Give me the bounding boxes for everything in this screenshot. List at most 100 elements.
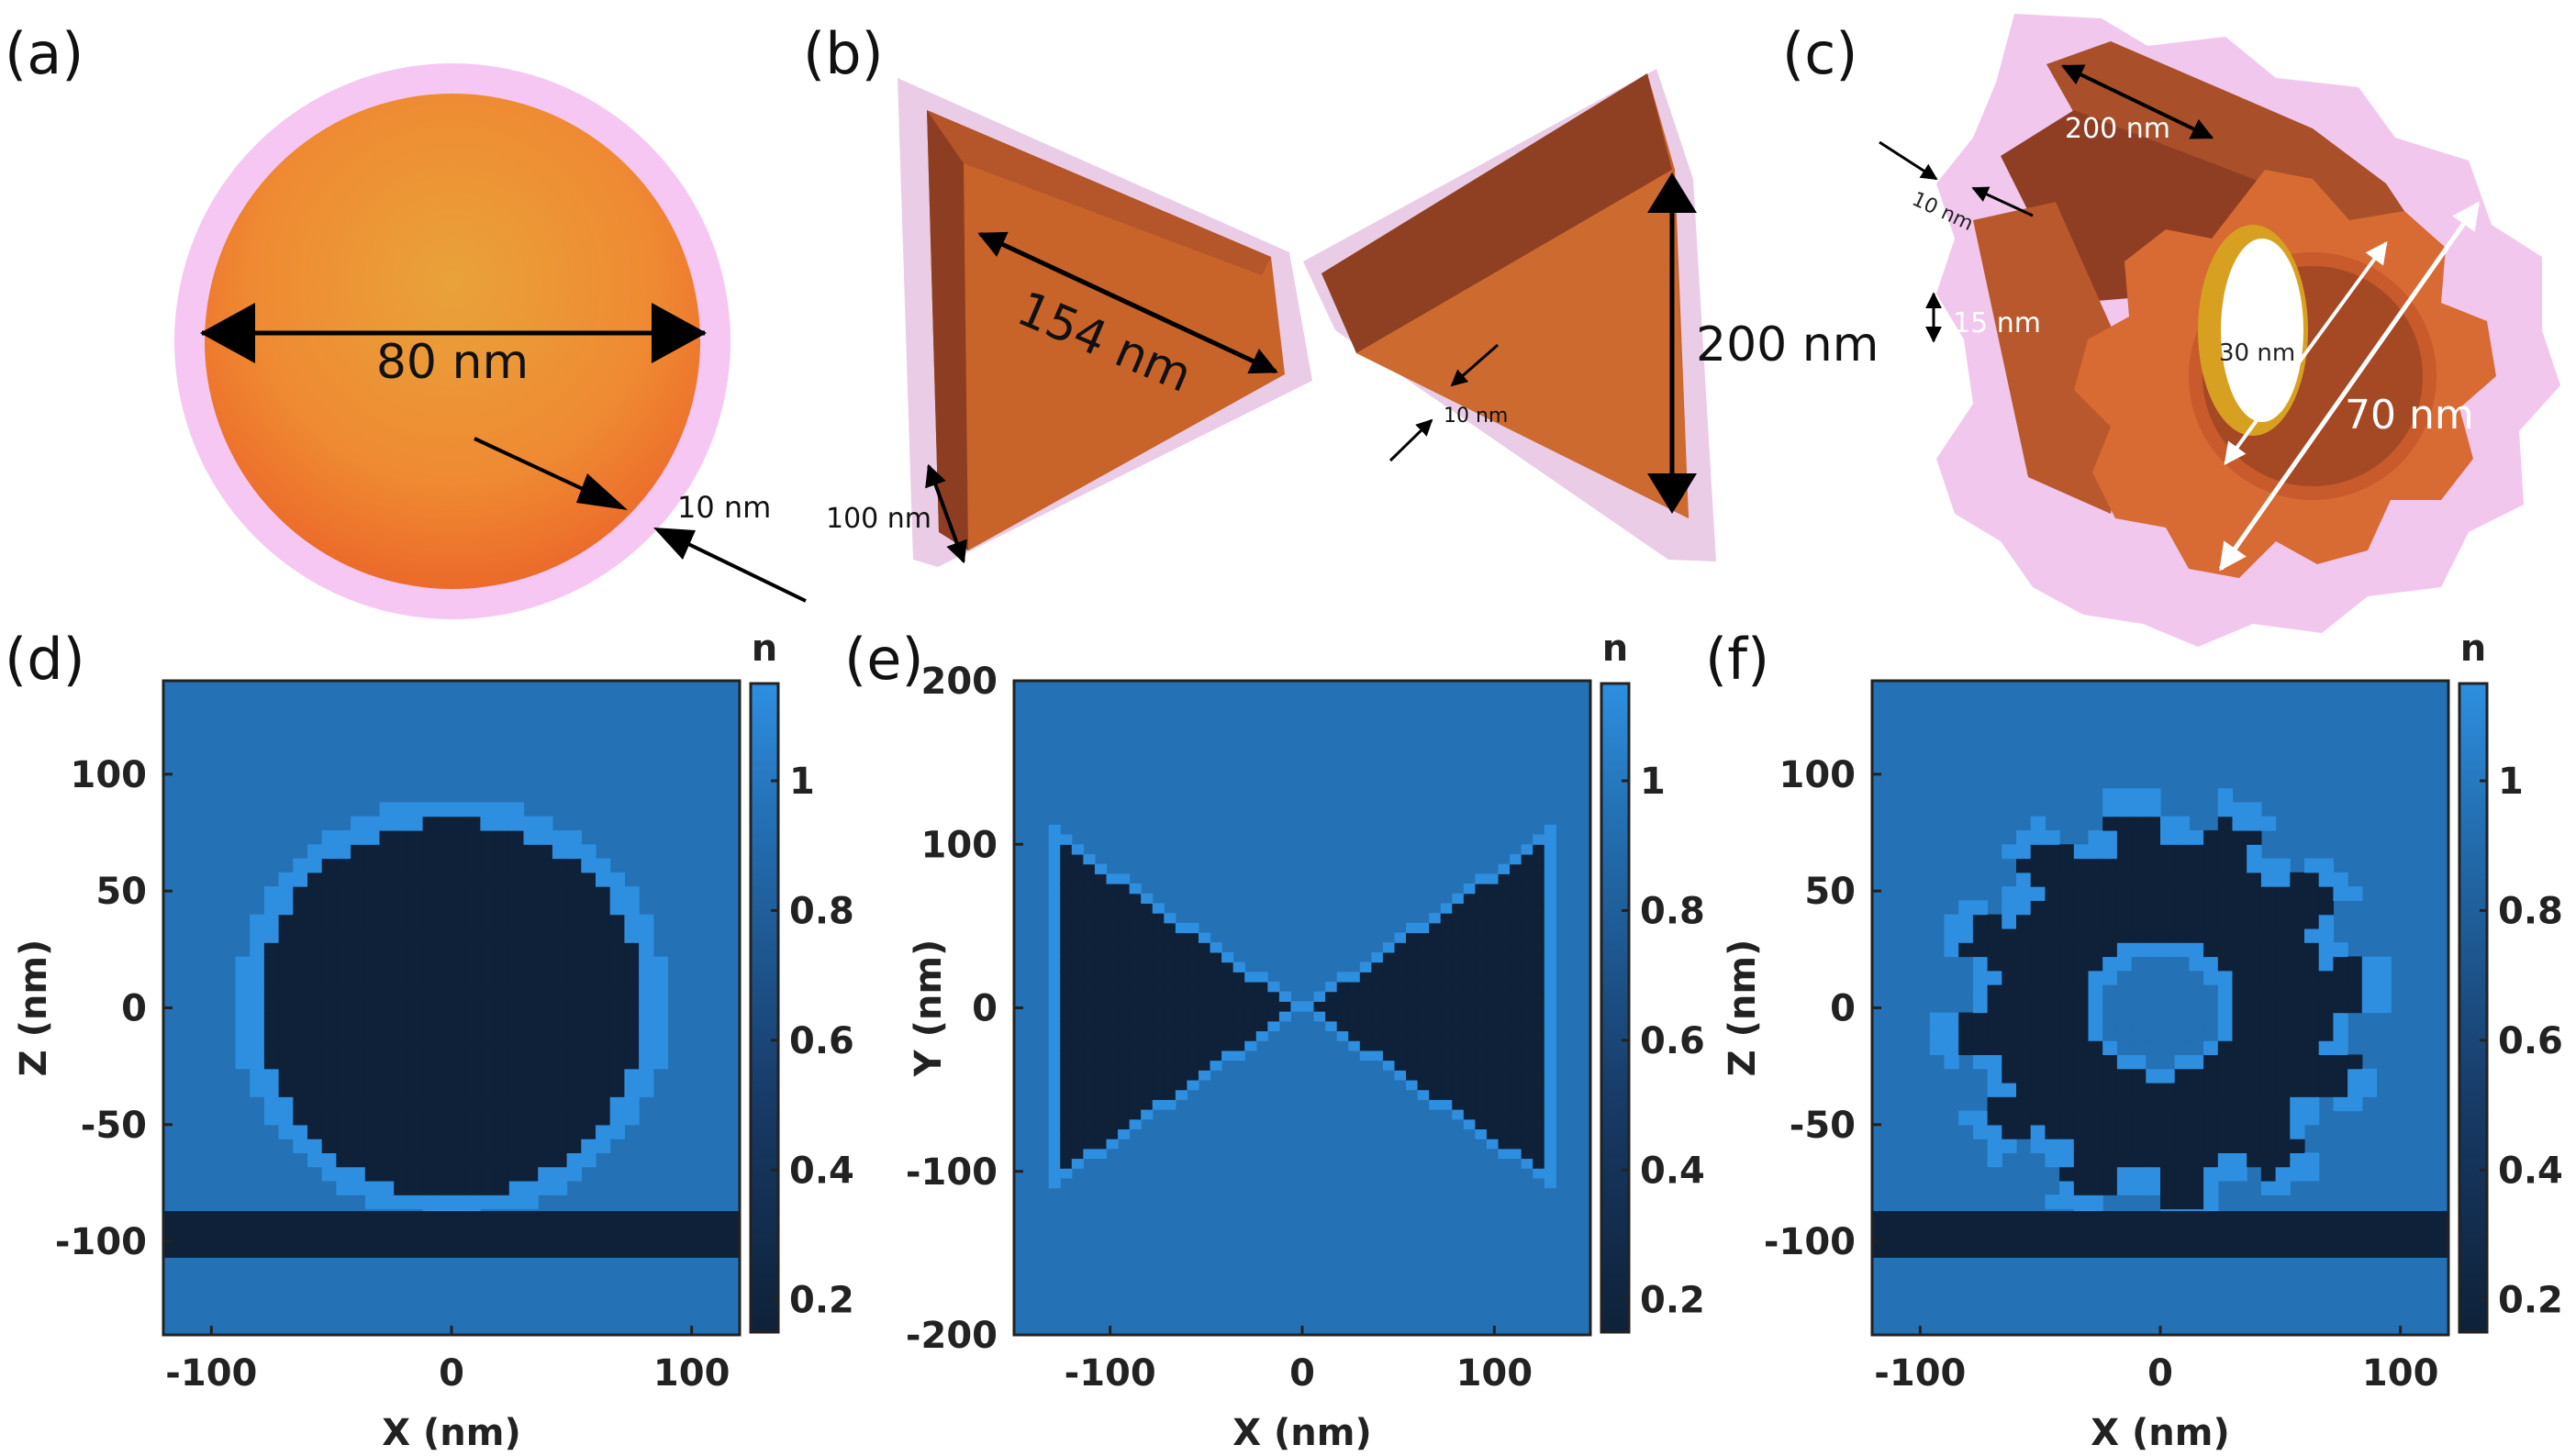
x-axis-label: X (nm) (382, 1412, 520, 1454)
pixel-cell (1394, 942, 1407, 953)
pixel-cell (2232, 1096, 2247, 1112)
pixel-cell (364, 1139, 381, 1153)
pixel-cell (351, 1026, 366, 1041)
pixel-cell (2247, 914, 2262, 929)
pixel-cell (321, 928, 337, 943)
pixel-cell (351, 1040, 366, 1056)
pixel-cell (2102, 829, 2118, 845)
pixel-cell (2131, 886, 2147, 901)
pixel-cell (508, 1124, 525, 1139)
pixel-cell (351, 1082, 366, 1097)
pixel-cell (1071, 903, 1084, 914)
structure-sphere (235, 802, 669, 1224)
pixel-cell (465, 914, 481, 929)
pixel-cell (508, 1082, 525, 1097)
pixel-cell (1060, 1030, 1073, 1041)
pixel-cell (1533, 922, 1545, 934)
pixel-cell (2088, 1040, 2103, 1056)
pixel-cell (394, 970, 409, 985)
pixel-cell (2059, 1068, 2075, 1084)
pixel-cell (2045, 900, 2060, 916)
pixel-cell (1083, 1128, 1096, 1139)
pixel-cell (1452, 1109, 1465, 1120)
pixel-cell (523, 1139, 539, 1153)
pixel-cell (1060, 1070, 1073, 1081)
pixel-cell (2361, 970, 2378, 985)
pixel-cell (1094, 1128, 1108, 1139)
pixel-cell (538, 942, 553, 958)
pixel-cell (495, 1096, 510, 1112)
pixel-cell (422, 1124, 438, 1139)
pixel-cell (336, 1152, 351, 1168)
pixel-cell (1118, 1040, 1131, 1051)
pixel-cell (2116, 1012, 2133, 1028)
pixel-cell (351, 872, 366, 887)
pixel-cell (351, 1110, 366, 1126)
pixel-cell (2347, 956, 2363, 972)
pixel-cell (2275, 956, 2291, 972)
pixel-cell (596, 1040, 611, 1056)
pixel-cell (2002, 844, 2017, 860)
pixel-cell (394, 844, 409, 860)
pixel-cell (1486, 884, 1500, 895)
pixel-cell (2376, 956, 2392, 972)
pixel-cell (2030, 942, 2046, 958)
pixel-cell (2073, 956, 2090, 972)
pixel-cell (1106, 1118, 1119, 1130)
pixel-cell (2290, 1082, 2305, 1097)
pixel-cell (1463, 981, 1476, 993)
pixel-cell (2146, 970, 2161, 985)
pixel-cell (2290, 1068, 2305, 1084)
pixel-cell (2059, 942, 2075, 958)
pixel-cell (1187, 1079, 1199, 1091)
pixel-cell (2290, 984, 2305, 999)
pixel-cell (1348, 1020, 1361, 1032)
pixel-cell (2016, 1054, 2032, 1070)
pixel-cell (1486, 961, 1500, 973)
pixel-cell (1544, 951, 1556, 963)
pixel-cell (2073, 1054, 2090, 1070)
pixel-cell (1071, 991, 1084, 1002)
pixel-cell (1060, 1011, 1073, 1022)
pixel-cell (2232, 914, 2247, 929)
pixel-cell (394, 872, 409, 887)
pixel-cell (422, 970, 438, 985)
pixel-cell (2088, 858, 2103, 873)
pixel-cell (2217, 802, 2234, 817)
pixel-cell (2116, 816, 2133, 831)
pixel-cell (2290, 1026, 2305, 1041)
y-tick-label: 100 (1779, 754, 1857, 796)
pixel-cell (2247, 1082, 2262, 1097)
pixel-cell (2016, 900, 2032, 916)
thickness-label: 100 nm (826, 503, 931, 535)
pixel-cell (2203, 858, 2219, 873)
pixel-cell (1533, 884, 1545, 895)
pixel-cell (364, 1082, 381, 1097)
pixel-cell (1452, 991, 1465, 1002)
pixel-cell (596, 1082, 611, 1097)
pixel-cell (1060, 1148, 1073, 1160)
pixel-cell (2275, 858, 2291, 873)
pixel-cell (2203, 844, 2219, 860)
pixel-cell (1141, 1001, 1154, 1012)
pixel-cell (1267, 991, 1280, 1002)
pixel-cell (452, 1068, 467, 1084)
pixel-cell (581, 1012, 597, 1028)
pixel-cell (2189, 1124, 2204, 1139)
pixel-cell (437, 886, 452, 901)
pixel-cell (508, 1040, 525, 1056)
pixel-cell (1083, 1040, 1096, 1051)
pixel-cell (1071, 893, 1084, 905)
pixel-cell (2174, 998, 2190, 1014)
pixel-cell (278, 998, 294, 1014)
pixel-cell (1406, 1070, 1419, 1081)
pixel-cell (1521, 1118, 1533, 1130)
pixel-cell (235, 1026, 251, 1041)
pixel-cell (321, 956, 337, 972)
pixel-cell (1440, 932, 1453, 943)
pixel-cell (508, 1110, 525, 1126)
pixel-cell (293, 1026, 308, 1041)
pixel-cell (2088, 998, 2103, 1014)
pixel-cell (2002, 984, 2017, 999)
pixel-cell (1118, 1030, 1131, 1041)
